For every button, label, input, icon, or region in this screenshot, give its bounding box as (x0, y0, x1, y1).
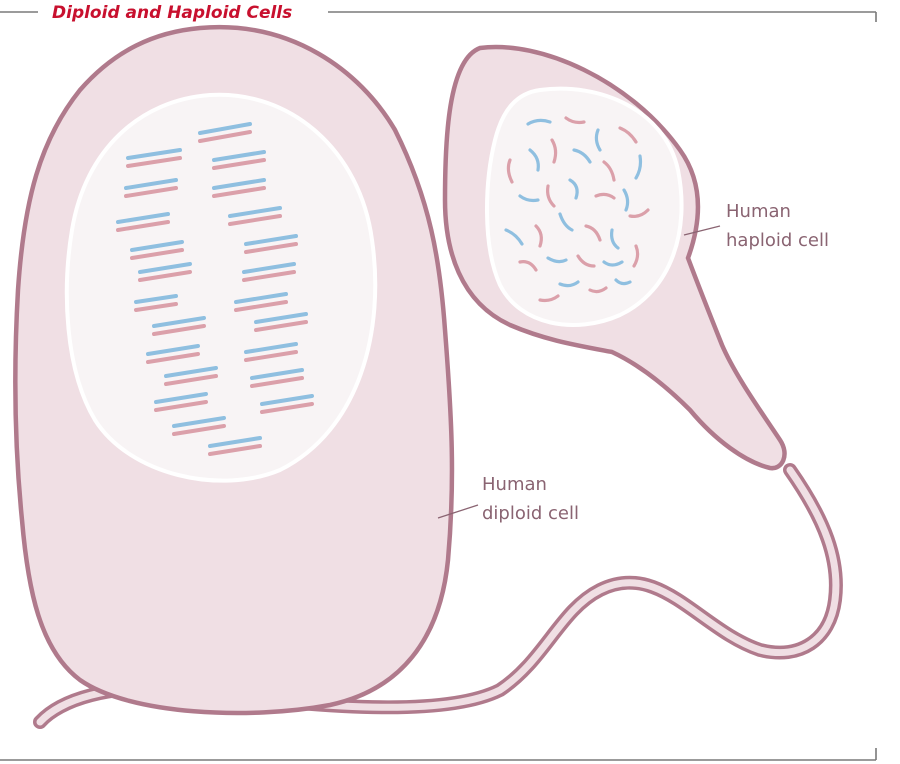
diploid-chromosome-pink (244, 242, 298, 254)
haploid-chromosome-pink (618, 126, 638, 144)
haploid-chromosome-blue (526, 118, 552, 126)
haploid-label-leader (683, 225, 721, 236)
diploid-chromosome-blue (164, 366, 218, 378)
diploid-nucleus (64, 92, 378, 483)
diploid-chromosome-pink (208, 444, 262, 456)
diploid-chromosome-pink (260, 402, 314, 414)
diploid-chromosome-pink (130, 248, 184, 260)
haploid-chromosome-pink (628, 208, 650, 218)
diploid-chromosome-pink (172, 424, 226, 436)
haploid-chromosome-pink (538, 294, 560, 303)
diploid-chromosome-pink (146, 352, 200, 364)
diploid-chromosome-pink (152, 324, 206, 336)
diploid-chromosome-pink (198, 130, 252, 143)
haploid-label-line2: haploid cell (726, 230, 829, 251)
diploid-chromosome-blue (244, 342, 298, 354)
diploid-chromosome-pink (250, 376, 304, 388)
haploid-chromosome-blue (558, 212, 574, 232)
haploid-chromosome-blue (602, 260, 624, 267)
haploid-chromosome-blue (634, 154, 643, 180)
diploid-chromosome-pink (254, 320, 308, 332)
haploid-chromosome-blue (622, 188, 630, 212)
diploid-chromosome-pink (126, 156, 182, 168)
haploid-chromosome-pink (564, 116, 586, 125)
diploid-chromosome-pink (212, 158, 266, 170)
diploid-chromosome-pink (138, 270, 192, 282)
diploid-chromosome-blue (212, 178, 266, 190)
diploid-chromosome-blue (124, 178, 178, 190)
haploid-chromosome-pink (518, 260, 538, 272)
haploid-chromosome-blue (558, 280, 580, 288)
diploid-chromosome-blue (228, 206, 282, 218)
haploid-chromosome-pink (602, 160, 616, 182)
diploid-chromosome-blue (198, 122, 252, 135)
diploid-chromosome-blue (208, 436, 262, 448)
diploid-chromosome-blue (242, 262, 296, 274)
haploid-chromosome-blue (518, 194, 540, 203)
diploid-chromosome-pink (234, 300, 288, 312)
diploid-chromosome-pink (242, 270, 296, 282)
diploid-chromosome-blue (130, 240, 184, 252)
diploid-chromosome-blue (260, 394, 314, 406)
diploid-chromosome-blue (152, 316, 206, 328)
diploid-chromosome-blue (154, 392, 208, 404)
haploid-chromosomes (504, 116, 650, 303)
diploid-chromosome-pink (134, 302, 178, 312)
diploid-chromosome-blue (212, 150, 266, 162)
diploid-chromosome-pink (228, 214, 282, 226)
diploid-chromosome-blue (116, 212, 170, 224)
diploid-chromosome-blue (254, 312, 308, 324)
diploid-label-leader (437, 504, 479, 519)
haploid-chromosome-pink (506, 158, 514, 184)
diploid-chromosome-pink (244, 350, 298, 362)
diploid-chromosome-pink (212, 186, 266, 198)
haploid-chromosome-pink (576, 254, 596, 268)
diploid-chromosome-pink (154, 400, 208, 412)
haploid-nucleus (485, 86, 684, 327)
diploid-chromosome-blue (234, 292, 288, 304)
diagram-title: Diploid and Haploid Cells (52, 3, 292, 23)
haploid-chromosome-blue (528, 148, 540, 172)
haploid-chromosome-blue (504, 228, 524, 246)
diploid-chromosomes (116, 122, 314, 456)
haploid-chromosome-blue (568, 178, 579, 200)
haploid-chromosome-pink (632, 244, 640, 268)
haploid-chromosome-pink (588, 286, 608, 294)
haploid-chromosome-blue (572, 148, 592, 164)
haploid-cell (33, 44, 843, 729)
diploid-chromosome-blue (244, 234, 298, 246)
diploid-label-line2: diploid cell (482, 503, 579, 524)
haploid-chromosome-pink (594, 192, 616, 200)
diploid-label-line1: Human (482, 474, 547, 495)
haploid-chromosome-blue (594, 128, 602, 152)
haploid-chromosome-pink (550, 138, 558, 164)
haploid-chromosome-blue (546, 256, 568, 264)
diploid-chromosome-blue (134, 294, 178, 304)
haploid-chromosome-pink (546, 184, 556, 208)
diploid-chromosome-pink (164, 374, 218, 386)
haploid-chromosome-blue (614, 278, 632, 286)
haploid-chromosome-blue (610, 228, 620, 250)
diploid-chromosome-blue (172, 416, 226, 428)
diploid-cell (13, 24, 455, 716)
haploid-chromosome-pink (534, 224, 543, 248)
frame (0, 11, 877, 761)
haploid-chromosome-pink (584, 224, 602, 242)
diploid-chromosome-blue (138, 262, 192, 274)
diploid-chromosome-pink (116, 220, 170, 232)
diploid-chromosome-blue (126, 148, 182, 160)
diploid-chromosome-blue (146, 344, 200, 356)
haploid-label-line1: Human (726, 201, 791, 222)
diploid-chromosome-blue (250, 368, 304, 380)
diploid-chromosome-pink (124, 186, 178, 198)
